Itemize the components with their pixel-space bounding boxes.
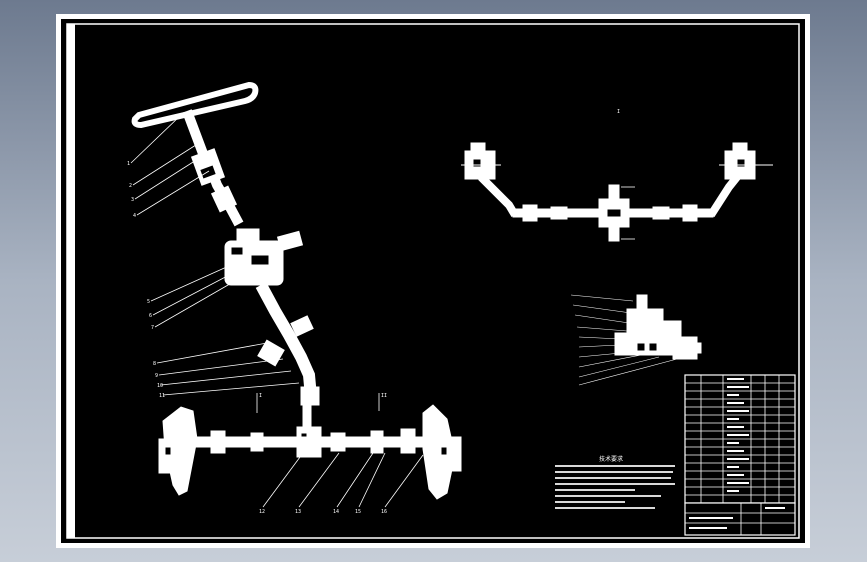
label-5: 5 xyxy=(147,299,150,305)
label-7: 7 xyxy=(151,325,154,331)
parts-row-text xyxy=(727,466,739,468)
center-mark-2: II xyxy=(381,393,387,399)
leader-lines-detail xyxy=(570,294,678,386)
parts-row-text xyxy=(727,474,744,476)
drawing-sheet: 1 2 3 4 5 6 7 8 9 10 11 I II 12 13 14 15… xyxy=(61,19,805,543)
parts-row-text xyxy=(727,378,744,380)
balloon-labels-left: 1 2 3 4 5 6 7 8 9 10 11 I II 12 13 14 15… xyxy=(127,161,387,515)
label-12: 12 xyxy=(259,509,265,515)
gearbox-detail-view xyxy=(614,294,702,360)
parts-row-text xyxy=(727,418,739,420)
parts-row-text xyxy=(727,458,749,460)
label-1: 1 xyxy=(127,161,130,167)
parts-row-text xyxy=(727,442,739,444)
top-view-mark: I xyxy=(617,109,620,115)
parts-row-text xyxy=(727,402,744,404)
label-4: 4 xyxy=(133,213,136,219)
label-10: 10 xyxy=(157,383,163,389)
parts-row-text xyxy=(727,450,744,452)
steering-wheel xyxy=(131,81,259,129)
steering-assembly-main-view xyxy=(131,81,462,500)
parts-row-text xyxy=(727,426,744,428)
parts-row-text xyxy=(727,434,749,436)
right-steering-knuckle xyxy=(422,404,462,500)
left-steering-knuckle xyxy=(158,406,198,496)
label-6: 6 xyxy=(149,313,152,319)
title-block xyxy=(684,502,796,536)
label-11: 11 xyxy=(159,393,165,399)
parts-row-text xyxy=(727,482,749,484)
label-14: 14 xyxy=(333,509,339,515)
center-mark-1: I xyxy=(259,393,262,399)
parts-row-text xyxy=(727,410,749,412)
parts-row-text xyxy=(727,394,739,396)
steering-gear-box xyxy=(224,228,304,286)
label-3: 3 xyxy=(131,197,134,203)
label-9: 9 xyxy=(155,373,158,379)
label-13: 13 xyxy=(295,509,301,515)
tech-notes-heading: 技术要求 xyxy=(599,455,623,463)
intermediate-shaft xyxy=(255,282,320,406)
parts-list-table xyxy=(684,374,796,504)
front-axle-tie-rod xyxy=(192,428,434,454)
lower-column xyxy=(296,396,322,458)
binding-margin-bar xyxy=(67,24,75,538)
parts-row-text xyxy=(727,386,749,388)
steering-column-upper xyxy=(182,109,244,227)
label-16: 16 xyxy=(381,509,387,515)
cad-drawing: 1 2 3 4 5 6 7 8 9 10 11 I II 12 13 14 15… xyxy=(66,23,800,539)
parts-row-text xyxy=(727,490,739,492)
parts-list-rows xyxy=(685,378,795,496)
technical-requirements: 技术要求 xyxy=(555,455,675,509)
label-2: 2 xyxy=(129,183,132,189)
top-view-linkage: I xyxy=(461,109,773,242)
leader-lines-left xyxy=(130,114,424,508)
label-8: 8 xyxy=(153,361,156,367)
label-15: 15 xyxy=(355,509,361,515)
